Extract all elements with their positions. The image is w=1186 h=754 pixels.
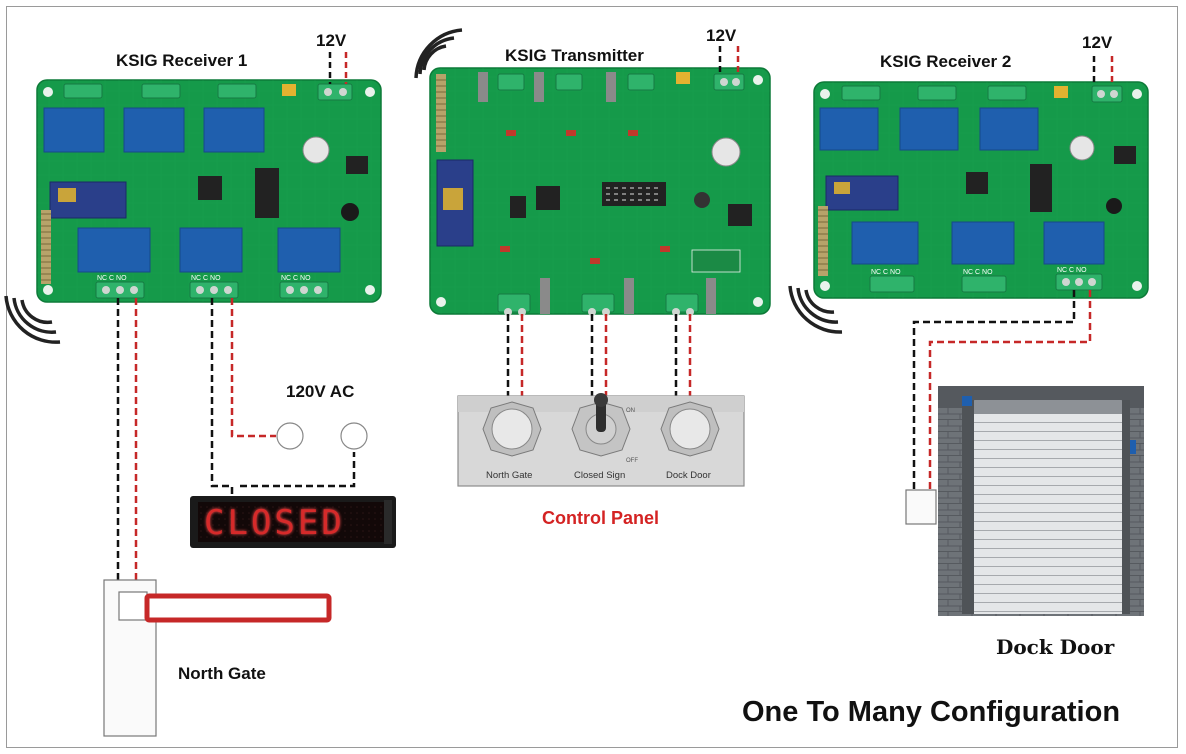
dock-door-button[interactable] — [660, 401, 720, 457]
receiver2-voltage-label: 12V — [1082, 33, 1113, 52]
receiver1-label: KSIG Receiver 1 — [116, 51, 248, 70]
relay-terminal-marking: NC C NO — [191, 275, 221, 282]
control-panel-label: Control Panel — [542, 508, 660, 528]
dock-door-button-caption: Dock Door — [666, 470, 711, 481]
receiver1-signal-icon — [4, 295, 61, 344]
ac-terminals — [276, 422, 368, 450]
panel-wires — [506, 314, 692, 396]
closed-sign-text: CLOSED — [204, 503, 345, 543]
receiver1-wires — [116, 298, 356, 588]
north-gate-button-caption: North Gate — [486, 470, 533, 481]
relay-terminal-marking: NC C NO — [97, 275, 127, 282]
receiver1-board — [36, 79, 382, 303]
closed-sign — [190, 496, 396, 548]
north-gate — [103, 579, 332, 737]
closed-sign-toggle-switch[interactable] — [571, 393, 631, 457]
dock-door-image — [938, 386, 1144, 616]
transmitter-board — [429, 67, 771, 316]
switch-off-label: OFF — [626, 458, 638, 464]
relay-terminal-marking: NC C NO — [1057, 267, 1087, 274]
dock-door-label: Dock Door — [996, 635, 1115, 659]
relay-terminal-marking: NC C NO — [963, 269, 993, 276]
receiver2-signal-icon — [788, 285, 843, 334]
dock-door-switch — [905, 489, 937, 525]
receiver1-voltage-label: 12V — [316, 31, 347, 50]
receiver2-label: KSIG Receiver 2 — [880, 52, 1012, 71]
receiver2-wires — [912, 290, 1092, 490]
north-gate-button[interactable] — [482, 401, 542, 457]
relay-terminal-marking: NC C NO — [871, 269, 901, 276]
transmitter-signal-icon — [414, 28, 463, 79]
closed-sign-switch-caption: Closed Sign — [574, 470, 626, 481]
ac-voltage-label: 120V AC — [286, 382, 355, 401]
diagram-frame — [6, 6, 1178, 748]
diagram-title: One To Many Configuration — [742, 696, 1121, 728]
power-wires — [328, 46, 1114, 86]
north-gate-label: North Gate — [178, 664, 266, 683]
receiver2-board — [813, 81, 1149, 299]
transmitter-voltage-label: 12V — [706, 26, 737, 45]
transmitter-label: KSIG Transmitter — [505, 46, 644, 65]
switch-on-label: ON — [626, 408, 635, 414]
relay-terminal-marking: NC C NO — [281, 275, 311, 282]
